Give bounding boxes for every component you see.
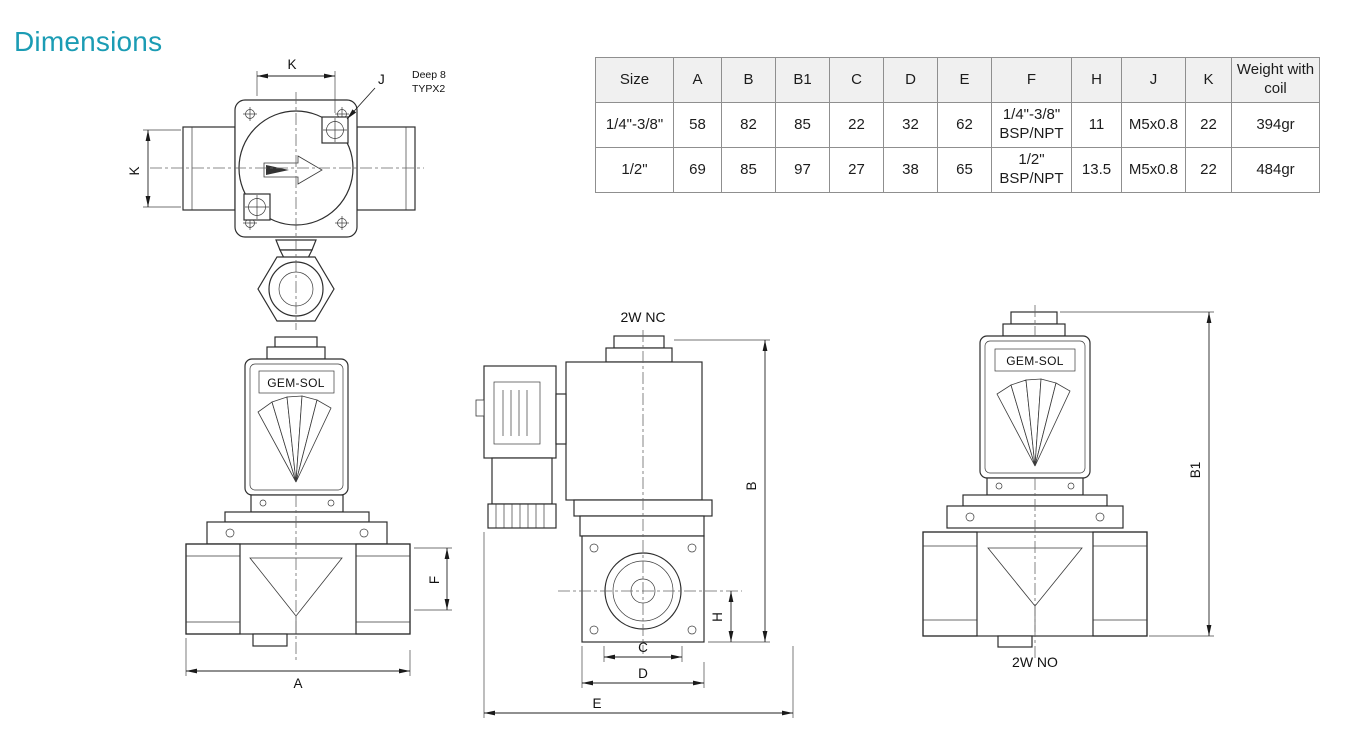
column-header-d: D: [883, 57, 938, 103]
column-header-b1: B1: [775, 57, 830, 103]
dim-label-k-top: K: [287, 57, 296, 72]
column-header-c: C: [829, 57, 884, 103]
pipe-ends: [182, 126, 416, 211]
table-cell: 11: [1071, 102, 1122, 148]
table-cell: 1/4"-3/8": [595, 102, 674, 148]
view-title-2w-nc: 2W NC: [620, 309, 665, 325]
column-header-b: B: [721, 57, 776, 103]
dim-label-h: H: [710, 612, 725, 622]
table-cell: 1/2": [595, 147, 674, 193]
fan-logo: [257, 395, 332, 483]
table-cell: 82: [721, 102, 776, 148]
table-row: 1/4"-3/8" 58 82 85 22 32 62 1/4"-3/8" BS…: [595, 102, 1320, 148]
note-typx2: TYPX2: [412, 83, 445, 95]
flow-arrow-icon: [263, 155, 323, 185]
dim-label-b1: B1: [1188, 462, 1203, 479]
table-header-row: Size A B B1 C D E F H J K Weight with co…: [595, 57, 1320, 103]
cable-gland-ribs: [487, 503, 557, 529]
drawing-front-view-2w-no: GEM-SOL B1 2W NO: [922, 305, 1214, 670]
view-title-2w-no: 2W NO: [1012, 654, 1058, 670]
din-connector: [475, 365, 567, 529]
column-header-f: F: [991, 57, 1072, 103]
table-cell: M5x0.8: [1121, 102, 1186, 148]
dim-label-b: B: [744, 481, 759, 490]
brand-label-right: GEM-SOL: [1006, 354, 1063, 368]
page-title: Dimensions: [14, 26, 163, 57]
table-cell: 32: [883, 102, 938, 148]
column-header-j: J: [1121, 57, 1186, 103]
fan-logo-right: [996, 378, 1071, 467]
dim-label-d: D: [638, 666, 648, 681]
column-header-a: A: [673, 57, 722, 103]
table-cell: 58: [673, 102, 722, 148]
table-cell: 85: [775, 102, 830, 148]
drawing-top-and-front-view: K J Deep 8 TYPX2 K GEM-SOL F A: [127, 57, 452, 691]
coil-side-view: [565, 335, 703, 501]
table-cell: 38: [883, 147, 938, 193]
table-row: 1/2" 69 85 97 27 38 65 1/2" BSP/NPT 13.5…: [595, 147, 1320, 193]
table-cell: 65: [937, 147, 992, 193]
table-cell: 484gr: [1231, 147, 1320, 193]
table-cell: 394gr: [1231, 102, 1320, 148]
dim-label-c: C: [638, 640, 648, 655]
mounting-holes: [243, 116, 349, 221]
table-cell: 97: [775, 147, 830, 193]
coil-front-view-right: [979, 311, 1091, 479]
column-header-h: H: [1071, 57, 1122, 103]
table-cell: M5x0.8: [1121, 147, 1186, 193]
valve-body-front-view: [185, 494, 411, 647]
column-header-k: K: [1185, 57, 1232, 103]
dim-label-a: A: [293, 676, 302, 691]
dim-label-e: E: [592, 696, 601, 711]
table-cell: 62: [937, 102, 992, 148]
dim-label-j: J: [378, 72, 385, 87]
table-cell: 13.5: [1071, 147, 1122, 193]
table-cell: 22: [1185, 147, 1232, 193]
coil-front-view: [244, 336, 349, 496]
table-cell: 85: [721, 147, 776, 193]
table-cell: 27: [829, 147, 884, 193]
dimensions-table: Size A B B1 C D E F H J K Weight with co…: [595, 57, 1320, 193]
column-header-size: Size: [595, 57, 674, 103]
table-cell: 1/4"-3/8" BSP/NPT: [991, 102, 1072, 148]
table-cell: 1/2" BSP/NPT: [991, 147, 1072, 193]
column-header-weight: Weight with coil: [1231, 57, 1320, 103]
drawing-side-view-2w-nc: 2W NC: [475, 309, 794, 718]
table-cell: 69: [673, 147, 722, 193]
dim-label-k-side: K: [127, 166, 142, 175]
table-cell: 22: [829, 102, 884, 148]
note-deep8: Deep 8: [412, 69, 446, 81]
column-header-e: E: [937, 57, 992, 103]
brand-label: GEM-SOL: [267, 376, 324, 390]
table-cell: 22: [1185, 102, 1232, 148]
dim-label-f: F: [427, 576, 442, 584]
